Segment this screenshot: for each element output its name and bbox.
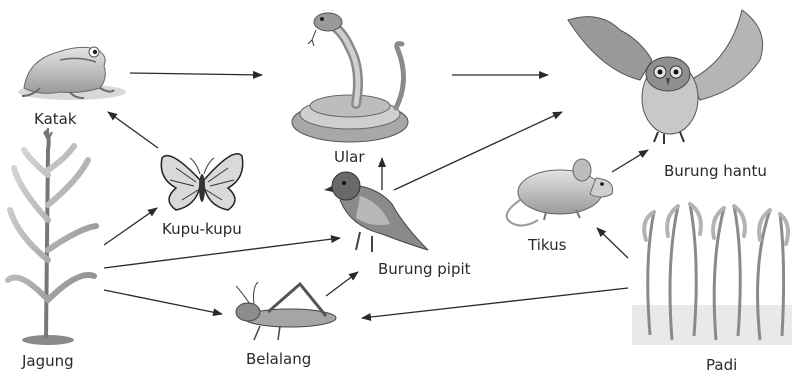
mouse-icon [507, 159, 613, 226]
frog-icon [18, 47, 126, 100]
grasshopper-icon [236, 282, 336, 340]
butterfly-icon [161, 154, 242, 210]
label-kupu-kupu: Kupu-kupu [162, 220, 242, 238]
arrow-belalang-to-burung-pipit [326, 272, 358, 296]
label-tikus: Tikus [528, 236, 566, 254]
label-padi: Padi [706, 356, 737, 374]
arrow-jagung-to-belalang [104, 290, 222, 314]
arrow-katak-to-ular [130, 73, 262, 75]
label-burung-hantu: Burung hantu [664, 162, 767, 180]
label-katak: Katak [34, 110, 77, 128]
arrow-tikus-to-burung-hantu [612, 150, 648, 172]
corn-plant-icon [8, 128, 96, 345]
arrow-kupu-kupu-to-katak [108, 112, 158, 148]
arrow-jagung-to-burung-pipit [104, 238, 340, 268]
snake-icon [292, 13, 408, 142]
arrow-jagung-to-kupu-kupu [104, 208, 157, 245]
arrow-padi-to-belalang [362, 288, 628, 318]
label-belalang: Belalang [246, 350, 311, 368]
label-jagung: Jagung [22, 352, 74, 370]
label-ular: Ular [334, 148, 365, 166]
rice-plant-icon [632, 204, 792, 345]
owl-icon [568, 10, 763, 144]
arrow-padi-to-tikus [597, 228, 628, 258]
sparrow-icon [324, 172, 428, 252]
label-burung-pipit: Burung pipit [378, 260, 471, 278]
